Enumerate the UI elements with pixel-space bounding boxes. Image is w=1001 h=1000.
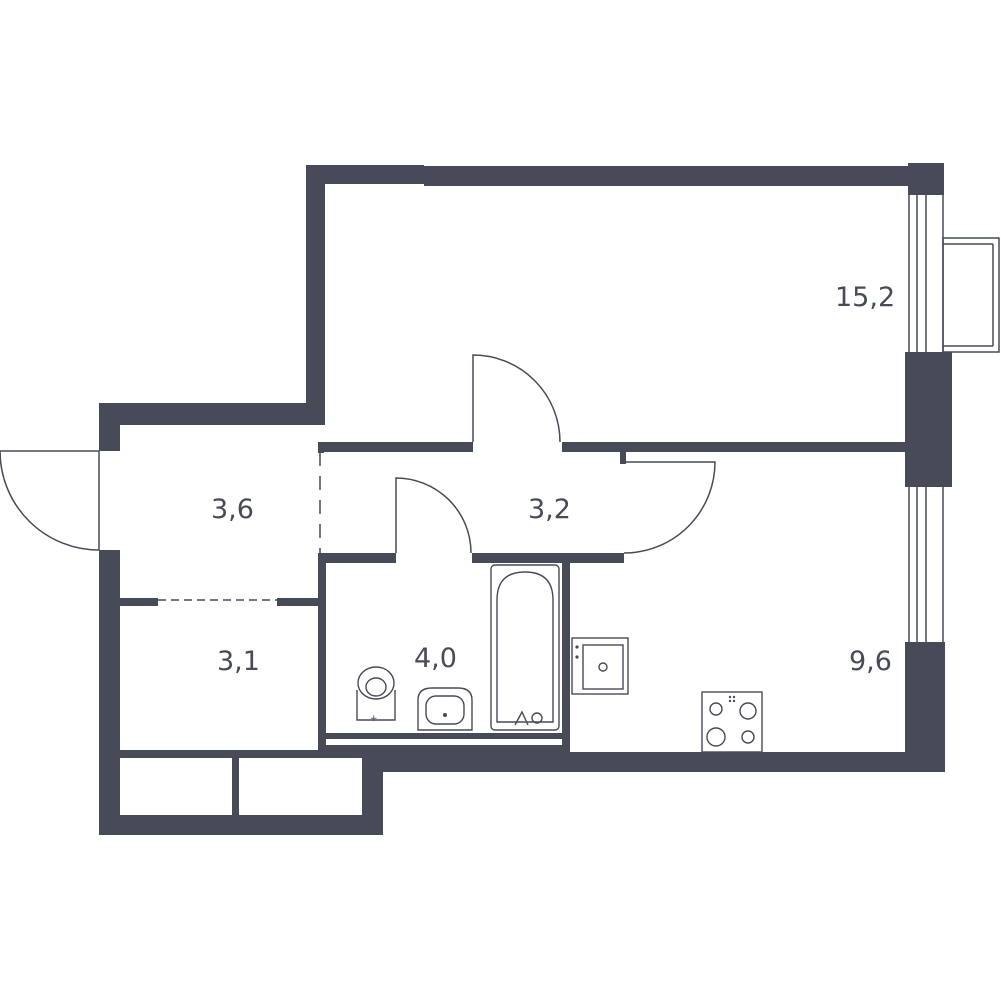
- stove-icon: [701, 691, 763, 753]
- doors: [0, 354, 716, 601]
- storage-area: 3,1: [217, 646, 260, 677]
- walls: [99, 163, 952, 835]
- hallway-area: 3,6: [211, 494, 254, 525]
- corridor-area: 3,2: [528, 494, 571, 525]
- toilet-icon: +: [356, 666, 396, 724]
- living-room-area: 15,2: [835, 282, 895, 313]
- windows: [908, 195, 1000, 642]
- bathtub-icon: [490, 564, 560, 731]
- svg-text:+: +: [370, 714, 378, 724]
- bathroom-area: 4,0: [414, 643, 457, 674]
- kitchen-sink-icon: [571, 637, 629, 695]
- sink-icon: [417, 687, 473, 731]
- kitchen-area: 9,6: [849, 646, 892, 677]
